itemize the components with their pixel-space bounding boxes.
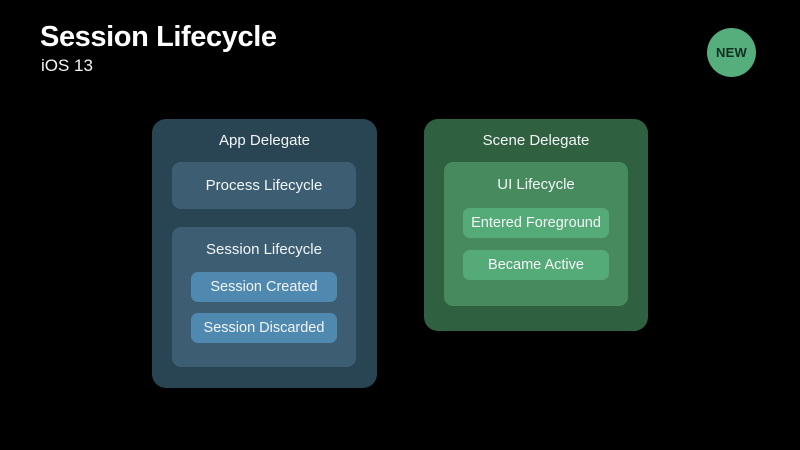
became-active-pill: Became Active xyxy=(463,250,609,280)
process-lifecycle-box: Process Lifecycle xyxy=(172,162,356,209)
ui-lifecycle-label: UI Lifecycle xyxy=(497,175,575,193)
new-badge: NEW xyxy=(707,28,756,77)
scene-delegate-title: Scene Delegate xyxy=(482,131,590,149)
page-title: Session Lifecycle xyxy=(40,21,277,53)
session-lifecycle-label: Session Lifecycle xyxy=(206,240,322,258)
entered-foreground-label: Entered Foreground xyxy=(471,215,601,231)
process-lifecycle-label: Process Lifecycle xyxy=(205,177,323,194)
session-discarded-label: Session Discarded xyxy=(203,320,325,336)
scene-delegate-card: Scene Delegate UI Lifecycle Entered Fore… xyxy=(424,119,648,331)
app-delegate-title: App Delegate xyxy=(219,131,310,149)
session-created-pill: Session Created xyxy=(191,272,337,302)
session-discarded-pill: Session Discarded xyxy=(191,313,337,343)
session-created-label: Session Created xyxy=(210,279,318,295)
entered-foreground-pill: Entered Foreground xyxy=(463,208,609,238)
session-lifecycle-box: Session Lifecycle Session Created Sessio… xyxy=(172,227,356,367)
became-active-label: Became Active xyxy=(488,257,584,273)
ui-lifecycle-box: UI Lifecycle Entered Foreground Became A… xyxy=(444,162,628,306)
app-delegate-card: App Delegate Process Lifecycle Session L… xyxy=(152,119,377,388)
page-subtitle: iOS 13 xyxy=(41,56,93,75)
